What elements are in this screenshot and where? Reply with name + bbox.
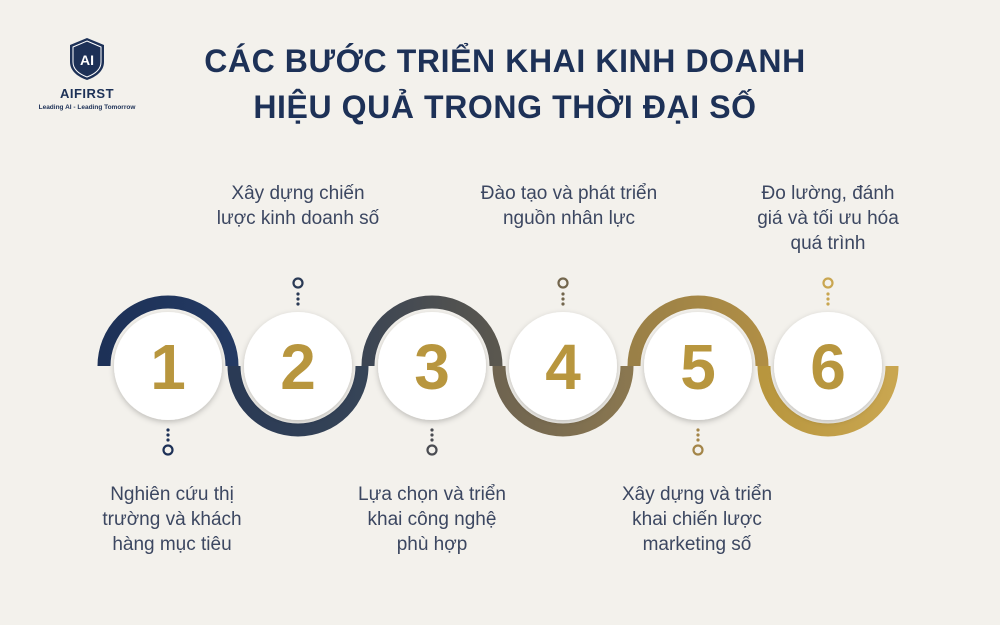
- step-1-caption-line-1: Nghiên cứu thị: [110, 484, 234, 505]
- step-6-caption: Đo lường, đánh giá và tối ưu hóa quá trì…: [713, 181, 943, 256]
- title-line-1: CÁC BƯỚC TRIỂN KHAI KINH DOANH: [204, 43, 806, 79]
- step-3-caption-line-2: khai công nghệ: [367, 509, 497, 530]
- step-2-number: 2: [280, 331, 316, 403]
- step-3-caption-line-1: Lựa chọn và triển: [358, 484, 506, 505]
- step-6-circle: [774, 312, 882, 420]
- logo-mark-text: AI: [80, 52, 94, 68]
- shield-logo-icon: AI: [70, 38, 104, 80]
- logo-tagline: Leading AI - Leading Tomorrow: [38, 104, 136, 111]
- step-2-circle: [244, 312, 352, 420]
- step-6-caption-line-2: giá và tối ưu hóa: [757, 208, 899, 229]
- step-4-arc: [492, 365, 634, 437]
- step-4-connector: [561, 292, 565, 306]
- step-3-connector: [430, 428, 434, 442]
- page-title: CÁC BƯỚC TRIỂN KHAI KINH DOANH HIỆU QUẢ …: [150, 38, 860, 130]
- step-5-connector: [696, 428, 700, 442]
- step-5-caption-line-3: marketing số: [642, 534, 752, 555]
- step-4-dot: [557, 277, 569, 289]
- step-5: 5: [627, 295, 769, 456]
- aifirst-logo: AI AIFIRST Leading AI - Leading Tomorrow: [28, 36, 146, 111]
- step-1-caption-line-2: trường và khách: [102, 509, 242, 530]
- step-3-number: 3: [414, 331, 450, 403]
- step-6-dot: [822, 277, 834, 289]
- step-6-caption-line-3: quá trình: [790, 233, 866, 254]
- step-5-arc: [627, 295, 769, 367]
- step-5-dot: [692, 444, 704, 456]
- step-6: 6: [757, 277, 899, 437]
- step-1-dot: [162, 444, 174, 456]
- step-6-connector: [826, 292, 830, 306]
- step-1: 1: [97, 295, 239, 456]
- step-3-dot: [426, 444, 438, 456]
- step-3: 3: [361, 295, 503, 456]
- step-4-caption-line-2: nguồn nhân lực: [502, 208, 636, 229]
- step-2-connector: [296, 292, 300, 306]
- step-2-arc: [227, 365, 369, 437]
- step-1-connector: [166, 428, 170, 442]
- step-6-caption-line-1: Đo lường, đánh: [761, 183, 895, 204]
- step-1-caption-line-3: hàng mục tiêu: [112, 534, 232, 555]
- step-3-caption-line-3: phù hợp: [396, 534, 468, 555]
- step-4-caption: Đào tạo và phát triển nguồn nhân lực: [454, 181, 684, 231]
- step-4-number: 4: [545, 331, 581, 403]
- step-2-caption: Xây dựng chiến lược kinh doanh số: [183, 181, 413, 231]
- step-2: 2: [227, 277, 369, 437]
- step-2-dot: [292, 277, 304, 289]
- title-line-2: HIỆU QUẢ TRONG THỜI ĐẠI SỐ: [253, 89, 757, 125]
- step-1-number: 1: [150, 331, 186, 403]
- step-6-arc: [757, 365, 899, 437]
- step-2-caption-line-2: lược kinh doanh số: [216, 208, 380, 229]
- step-5-caption-line-2: khai chiến lược: [632, 509, 762, 530]
- step-6-number: 6: [810, 331, 846, 403]
- step-4-caption-line-1: Đào tạo và phát triển: [480, 183, 658, 204]
- step-5-caption: Xây dựng và triển khai chiến lược market…: [582, 482, 812, 557]
- step-1-arc: [97, 295, 239, 367]
- step-1-circle: [114, 312, 222, 420]
- step-5-caption-line-1: Xây dựng và triển: [621, 484, 773, 505]
- step-4: 4: [492, 277, 634, 437]
- step-2-caption-line-1: Xây dựng chiến: [231, 183, 365, 204]
- step-5-circle: [644, 312, 752, 420]
- step-3-arc: [361, 295, 503, 367]
- logo-name: AIFIRST: [59, 86, 115, 101]
- step-4-circle: [509, 312, 617, 420]
- step-3-circle: [378, 312, 486, 420]
- step-5-number: 5: [680, 331, 716, 403]
- step-1-caption: Nghiên cứu thị trường và khách hàng mục …: [57, 482, 287, 557]
- step-3-caption: Lựa chọn và triển khai công nghệ phù hợp: [317, 482, 547, 557]
